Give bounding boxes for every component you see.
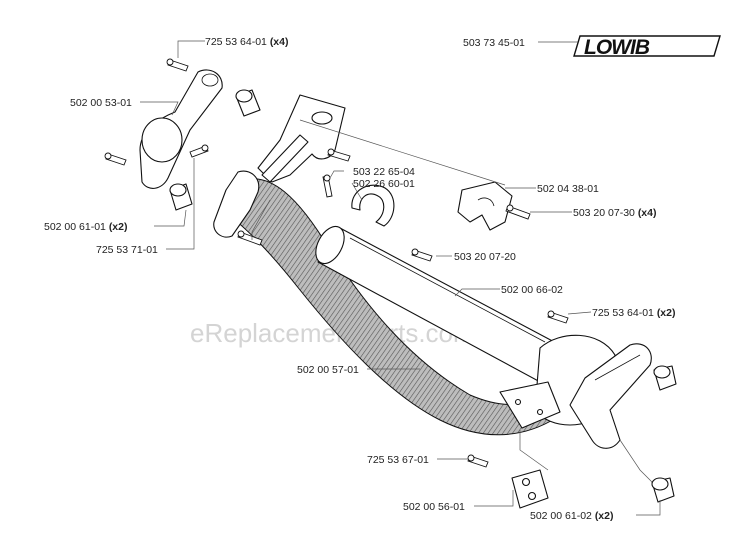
label-502-00-66-02: 502 00 66-02 bbox=[501, 284, 563, 296]
rubber-bushing-right-bottom bbox=[651, 477, 675, 503]
rubber-bushing-top bbox=[235, 89, 261, 117]
pipe-end-plate bbox=[499, 381, 561, 429]
clamp-block bbox=[457, 181, 513, 231]
screw-icon bbox=[166, 58, 189, 72]
u-clamp bbox=[351, 184, 395, 227]
label-725-53-67-01: 725 53 67-01 bbox=[367, 454, 429, 466]
label-502-00-61-01: 502 00 61-01 (x2) bbox=[44, 221, 128, 233]
label-725-53-64-01-top: 725 53 64-01 (x4) bbox=[205, 36, 289, 48]
label-503-73-45-01: 503 73 45-01 bbox=[463, 37, 525, 49]
screw-icon bbox=[327, 148, 351, 162]
label-502-00-57-01: 502 00 57-01 bbox=[297, 364, 359, 376]
label-503-20-07-20: 503 20 07-20 bbox=[454, 251, 516, 263]
screw-icon bbox=[505, 204, 531, 220]
screw-icon bbox=[104, 152, 127, 166]
screw-icon bbox=[411, 248, 433, 262]
screw-icon bbox=[322, 174, 333, 198]
label-502-26-60-01: 502 26 60-01 bbox=[353, 178, 415, 190]
logo-text: LOWIB bbox=[584, 36, 650, 59]
lowib-logo: LOWIB bbox=[573, 35, 721, 59]
screw-icon bbox=[467, 454, 489, 468]
leader-lines bbox=[140, 40, 661, 516]
cylinder-end-left bbox=[315, 225, 345, 265]
rubber-bushing-right-top bbox=[653, 365, 677, 391]
label-725-53-64-01-right: 725 53 64-01 (x2) bbox=[592, 307, 676, 319]
label-502-04-38-01: 502 04 38-01 bbox=[537, 183, 599, 195]
rubber-bushing-left bbox=[169, 183, 193, 211]
label-725-53-71-01: 725 53 71-01 bbox=[96, 244, 158, 256]
label-502-00-61-02: 502 00 61-02 (x2) bbox=[530, 510, 614, 522]
screw-icon bbox=[547, 310, 569, 324]
screw-icon bbox=[189, 144, 209, 158]
left-flange bbox=[213, 170, 260, 238]
right-bracket bbox=[569, 343, 652, 449]
label-503-22-65-04: 503 22 65-04 bbox=[353, 166, 415, 178]
screw-icon bbox=[237, 230, 263, 246]
label-502-00-53-01: 502 00 53-01 bbox=[70, 97, 132, 109]
label-503-20-07-30: 503 20 07-30 (x4) bbox=[573, 207, 657, 219]
label-502-00-56-01: 502 00 56-01 bbox=[403, 501, 465, 513]
part-labels: 725 53 64-01 (x4) 503 73 45-01 502 00 53… bbox=[44, 36, 676, 522]
frame-bar bbox=[261, 134, 309, 183]
mounting-plate bbox=[511, 469, 549, 509]
